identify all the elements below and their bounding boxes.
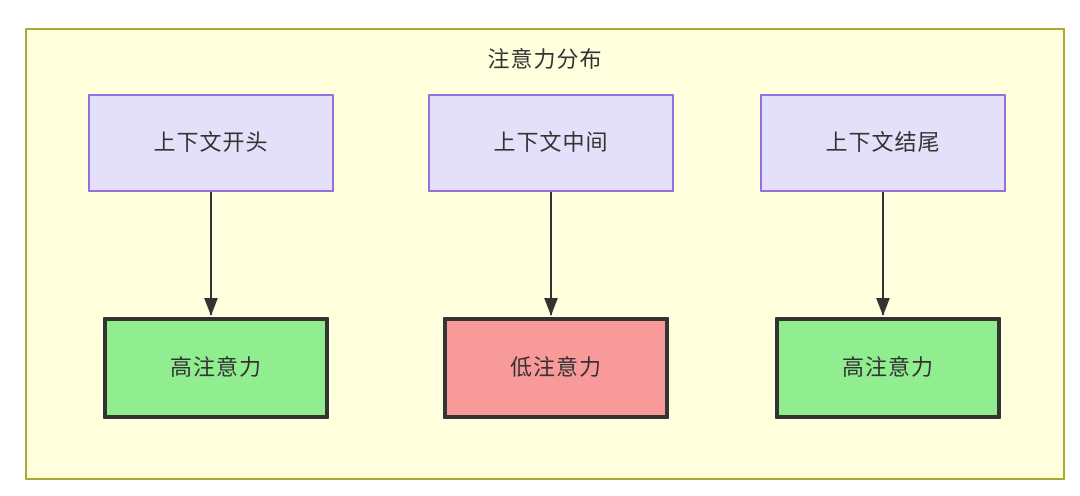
node-context-begin[interactable]: 上下文开头	[88, 94, 334, 192]
node-attention-high-end[interactable]: 高注意力	[775, 317, 1001, 419]
node-context-middle[interactable]: 上下文中间	[428, 94, 674, 192]
node-attention-low-middle[interactable]: 低注意力	[443, 317, 669, 419]
node-attention-high-begin[interactable]: 高注意力	[103, 317, 329, 419]
subgraph-title: 注意力分布	[487, 47, 603, 72]
node-context-end[interactable]: 上下文结尾	[760, 94, 1006, 192]
